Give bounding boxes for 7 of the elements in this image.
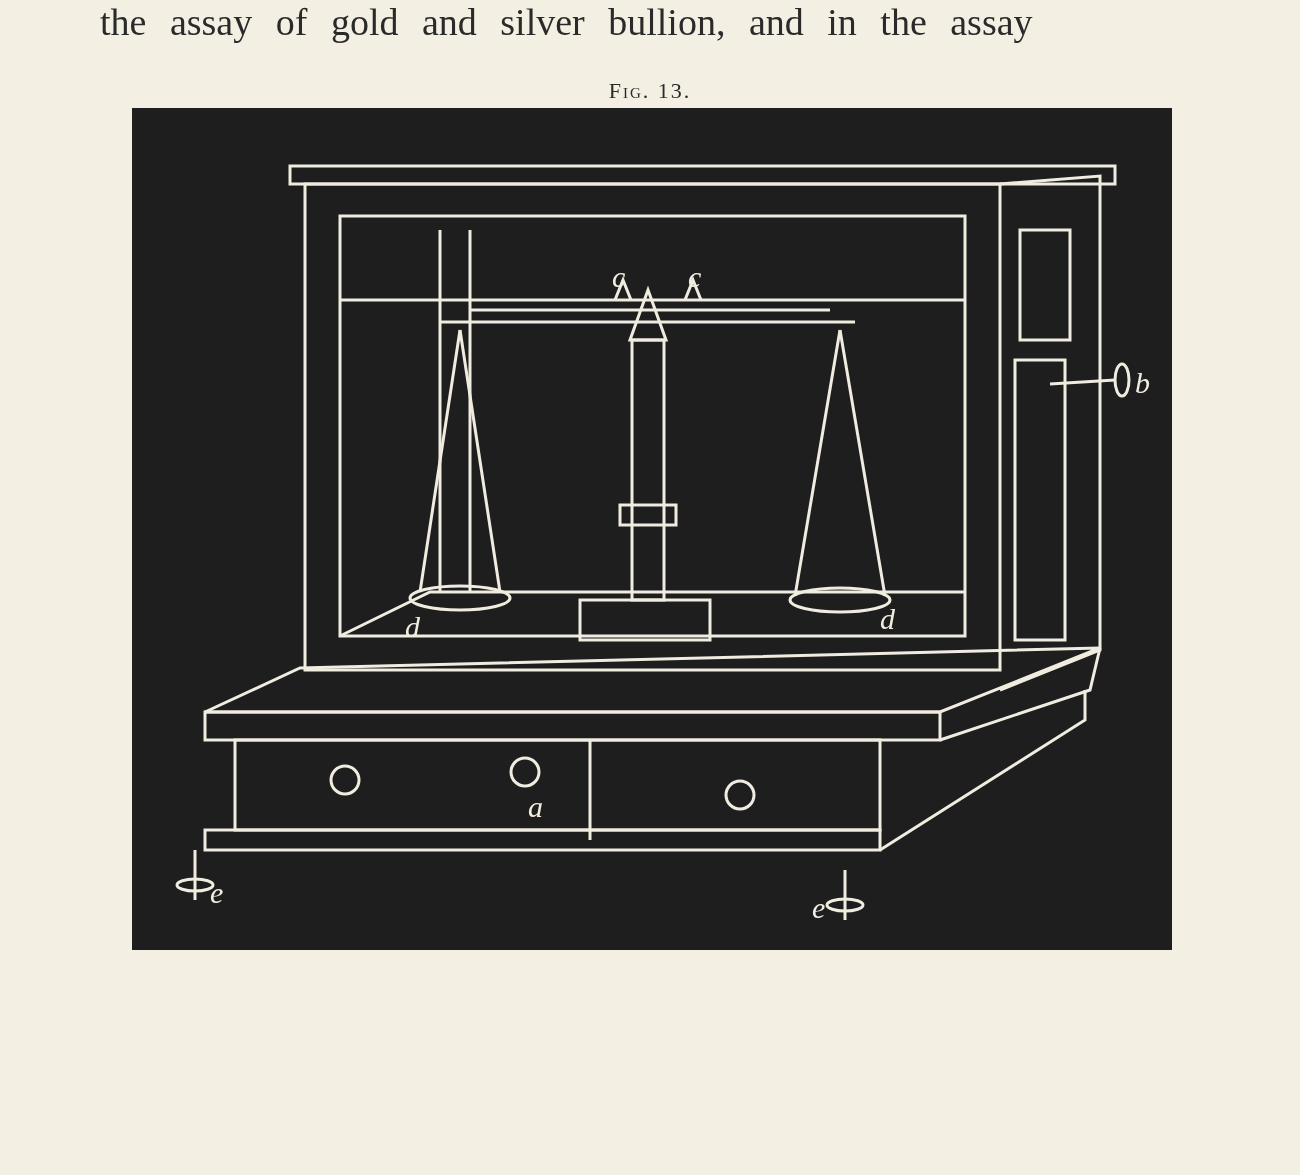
callout-letter: a <box>528 792 543 822</box>
callout-letter: e <box>812 893 826 923</box>
figure-title: Fig. 13. <box>607 78 693 104</box>
body-text: the assay of gold and silver bullion, and in the assay <box>100 0 1033 44</box>
callout-letter: b <box>1135 368 1150 398</box>
callout-letter: d <box>880 604 895 634</box>
callout-letter: e <box>210 878 224 908</box>
